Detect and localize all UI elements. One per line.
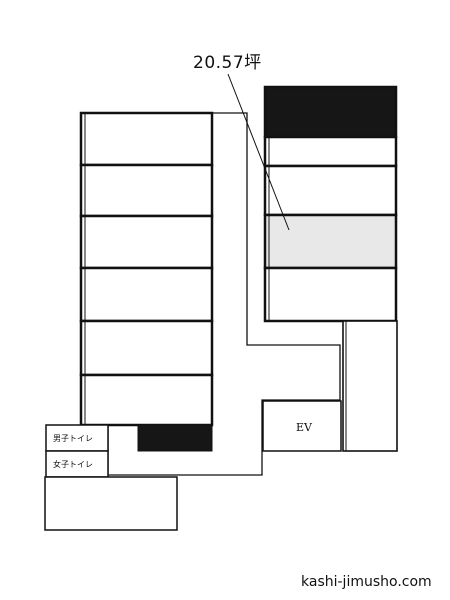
left-room-4: [79, 266, 214, 323]
watermark: kashi-jimusho.com: [301, 574, 432, 590]
left-room-1: [79, 111, 214, 167]
left-room-2: [79, 163, 214, 218]
left-room-column: [79, 111, 214, 427]
dark-room-top: [263, 85, 398, 139]
elevator: [262, 400, 342, 452]
area-label: 20.57坪: [193, 53, 262, 73]
right-room-4: [263, 266, 398, 323]
right-lower-room: [342, 320, 398, 452]
bottom-left-room: [44, 476, 178, 531]
right-room-1: [263, 135, 398, 168]
corridor-outline: [107, 112, 341, 476]
restroom-women-label: 女子トイレ: [53, 459, 93, 469]
restroom-women-box: [45, 450, 109, 478]
left-room-5: [79, 319, 214, 377]
right-room-2: [263, 164, 398, 217]
highlighted-room: [263, 213, 398, 270]
restroom-men-label: 男子トイレ: [53, 434, 93, 443]
right-room-column: [263, 85, 398, 323]
elevator-label: EV: [296, 421, 313, 434]
left-room-3: [79, 214, 214, 270]
left-room-6: [79, 373, 214, 427]
area-callout-line: [227, 73, 290, 231]
dark-stair-block: [137, 424, 213, 452]
